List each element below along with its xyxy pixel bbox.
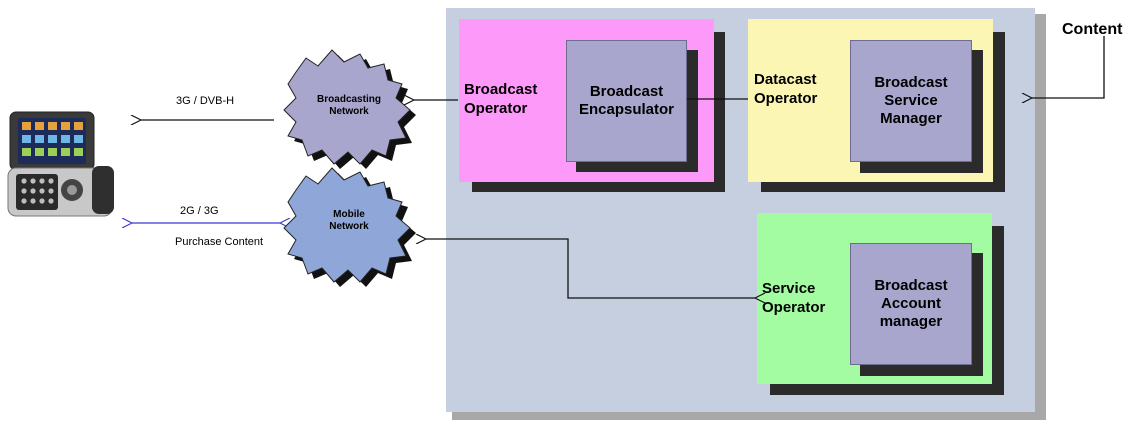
datacast-operator-label: Datacast Operator — [754, 71, 818, 107]
purchase-content-label: Purchase Content — [175, 236, 264, 248]
broadcast-account-manager: Broadcast Account manager — [850, 243, 972, 365]
broadcasting-network-label: Broadcasting Network — [317, 94, 381, 117]
broadcast-account-manager-label: Broadcast Account manager — [874, 277, 948, 330]
mobile-link-label: 2G / 3G — [180, 205, 219, 217]
content-arrow — [1032, 36, 1105, 98]
mobile-network-label: Mobile Network — [329, 209, 369, 232]
mobile-phone-icon — [7, 111, 114, 217]
broadcasting-network-cloud — [283, 49, 416, 169]
broadcast-link-label: 3G / DVB-H — [176, 95, 235, 107]
broadcast-encapsulator: Broadcast Encapsulator — [566, 40, 687, 162]
mobile-service-arrow — [426, 239, 755, 298]
broadcast-service-manager: Broadcast Service Manager — [850, 40, 972, 162]
broadcast-operator-label: Broadcast Operator — [464, 81, 538, 117]
broadcast-service-manager-label: Broadcast Service Manager — [874, 74, 948, 127]
mobile-network-cloud — [283, 167, 416, 287]
broadcast-encapsulator-label: Broadcast Encapsulator — [578, 83, 675, 118]
content-label: Content — [1062, 21, 1123, 38]
service-operator-label: Service Operator — [762, 280, 826, 316]
